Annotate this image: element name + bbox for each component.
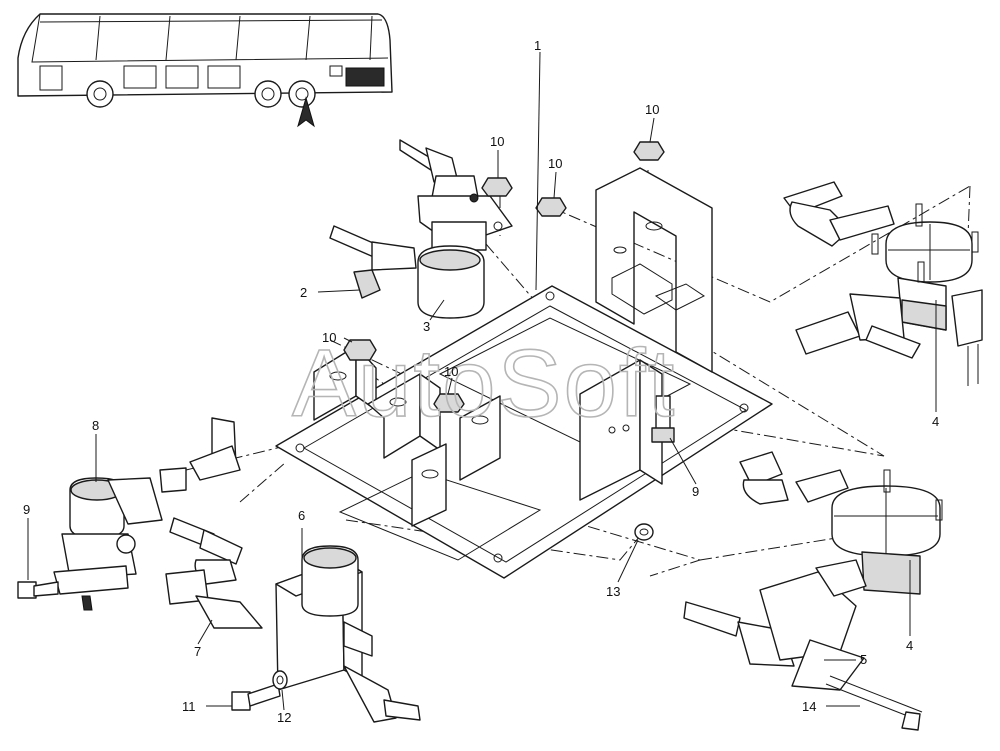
callouts: 1 2 3 4 4 5 6 7 8 9 9 10 10 10 10 10 11 …	[23, 38, 939, 725]
callout-3: 3	[423, 319, 430, 334]
callout-10-b: 10	[548, 156, 562, 171]
callout-10-e: 10	[444, 364, 458, 379]
leader-lines	[27, 51, 937, 711]
valve-assembly-top	[329, 139, 513, 319]
callout-1: 1	[534, 38, 541, 53]
callout-2: 2	[300, 285, 307, 300]
upper-bracket	[595, 167, 713, 373]
callout-13: 13	[606, 584, 620, 599]
callout-9-left: 9	[23, 502, 30, 517]
callout-10-a: 10	[490, 134, 504, 149]
mounting-plate	[275, 285, 773, 579]
callout-4-lower: 4	[906, 638, 913, 653]
callout-9-right: 9	[692, 484, 699, 499]
callout-7: 7	[194, 644, 201, 659]
relay-valve-lower	[739, 451, 943, 595]
fasteners	[17, 141, 675, 711]
callout-10-c: 10	[645, 102, 659, 117]
fitting-assembly	[159, 417, 263, 629]
callout-14: 14	[802, 699, 816, 714]
callout-10-d: 10	[322, 330, 336, 345]
callout-6: 6	[298, 508, 305, 523]
callout-5: 5	[860, 652, 867, 667]
plate-brackets	[313, 345, 663, 527]
relay-valve-upper	[783, 181, 983, 386]
foot-brake-valve	[683, 559, 923, 731]
callout-4-upper: 4	[932, 414, 939, 429]
location-arrow-icon	[297, 96, 315, 128]
callout-11: 11	[182, 699, 196, 714]
valve-left	[53, 477, 163, 611]
watermark: AutoSoft	[292, 330, 676, 437]
bus-side-view-icon	[17, 13, 393, 108]
callout-12: 12	[277, 710, 291, 725]
solenoid-valve	[275, 545, 421, 723]
callout-8: 8	[92, 418, 99, 433]
